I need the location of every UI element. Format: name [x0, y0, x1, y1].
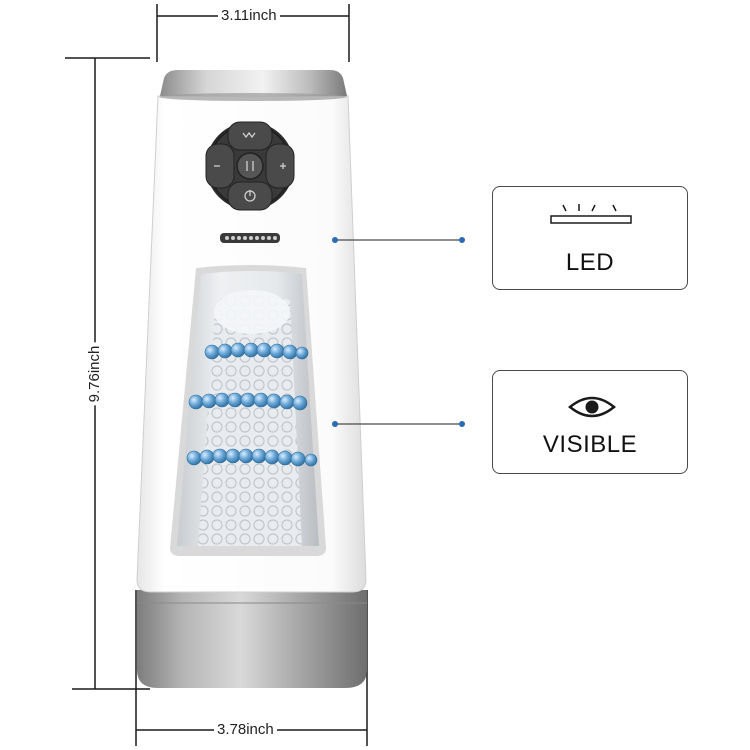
led-callout: LED — [492, 186, 688, 290]
led-light-icon — [550, 204, 632, 224]
eye-icon — [568, 396, 616, 418]
product-illustration — [136, 70, 367, 688]
top-width-label: 3.11inch — [218, 7, 280, 25]
visible-callout: VISIBLE — [492, 370, 688, 474]
led-label: LED — [565, 249, 615, 276]
visible-label: VISIBLE — [542, 431, 638, 458]
bottom-width-label: 3.78inch — [214, 721, 277, 739]
